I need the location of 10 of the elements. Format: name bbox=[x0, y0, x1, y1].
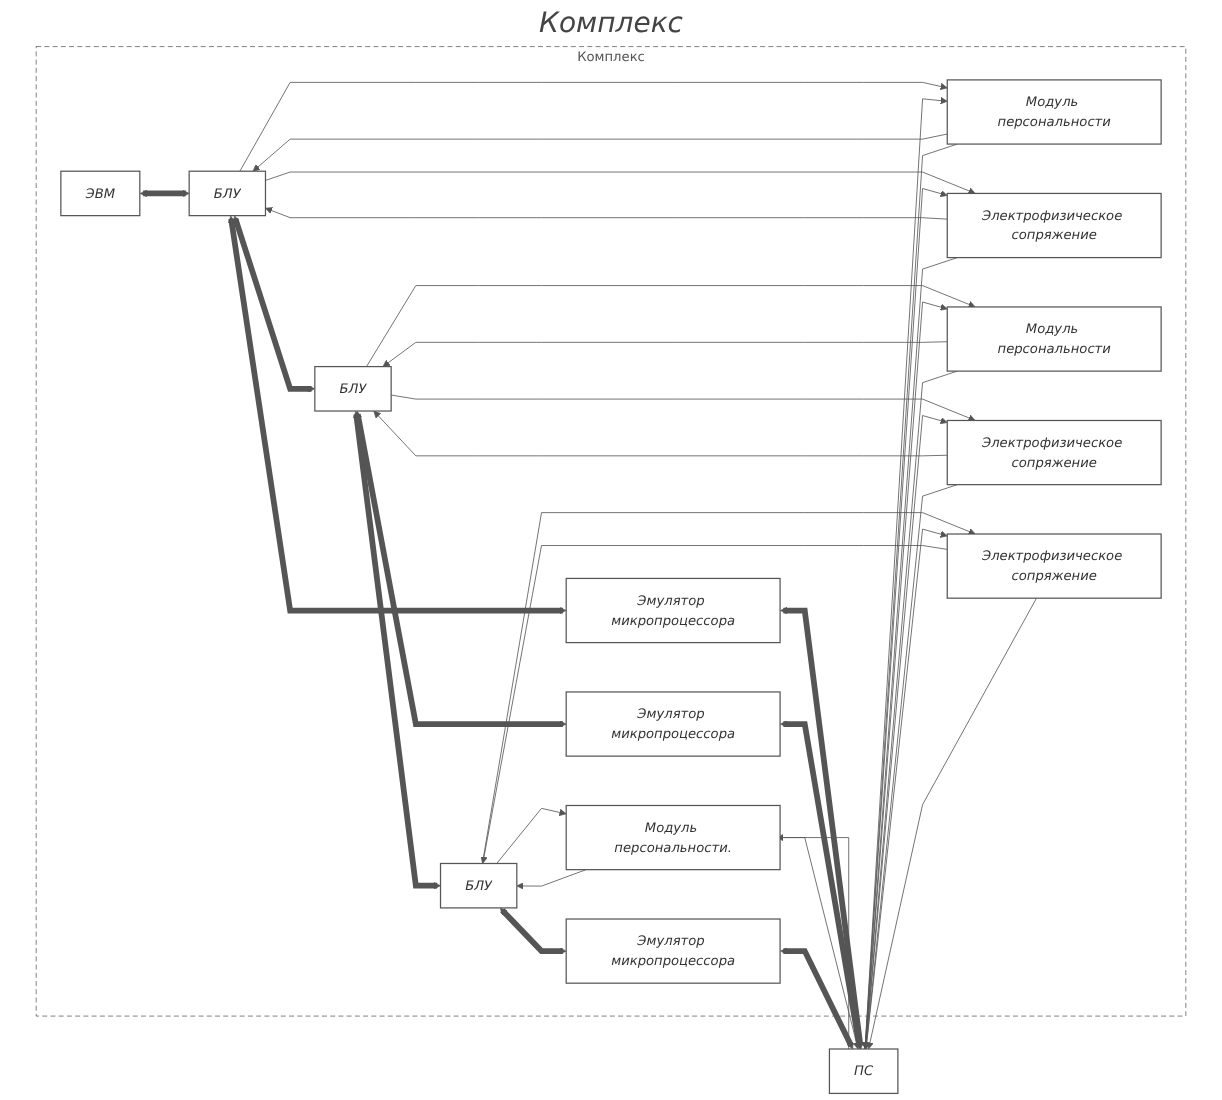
arrow bbox=[228, 215, 567, 615]
arrow bbox=[232, 215, 316, 393]
diagram-title: Комплекс bbox=[537, 8, 685, 40]
arrow bbox=[780, 947, 854, 1050]
arrow bbox=[499, 907, 567, 955]
arrow bbox=[139, 189, 190, 198]
arrow bbox=[353, 411, 441, 890]
arrow bbox=[780, 606, 864, 1050]
arrow bbox=[780, 720, 863, 1050]
arrow bbox=[354, 411, 567, 728]
